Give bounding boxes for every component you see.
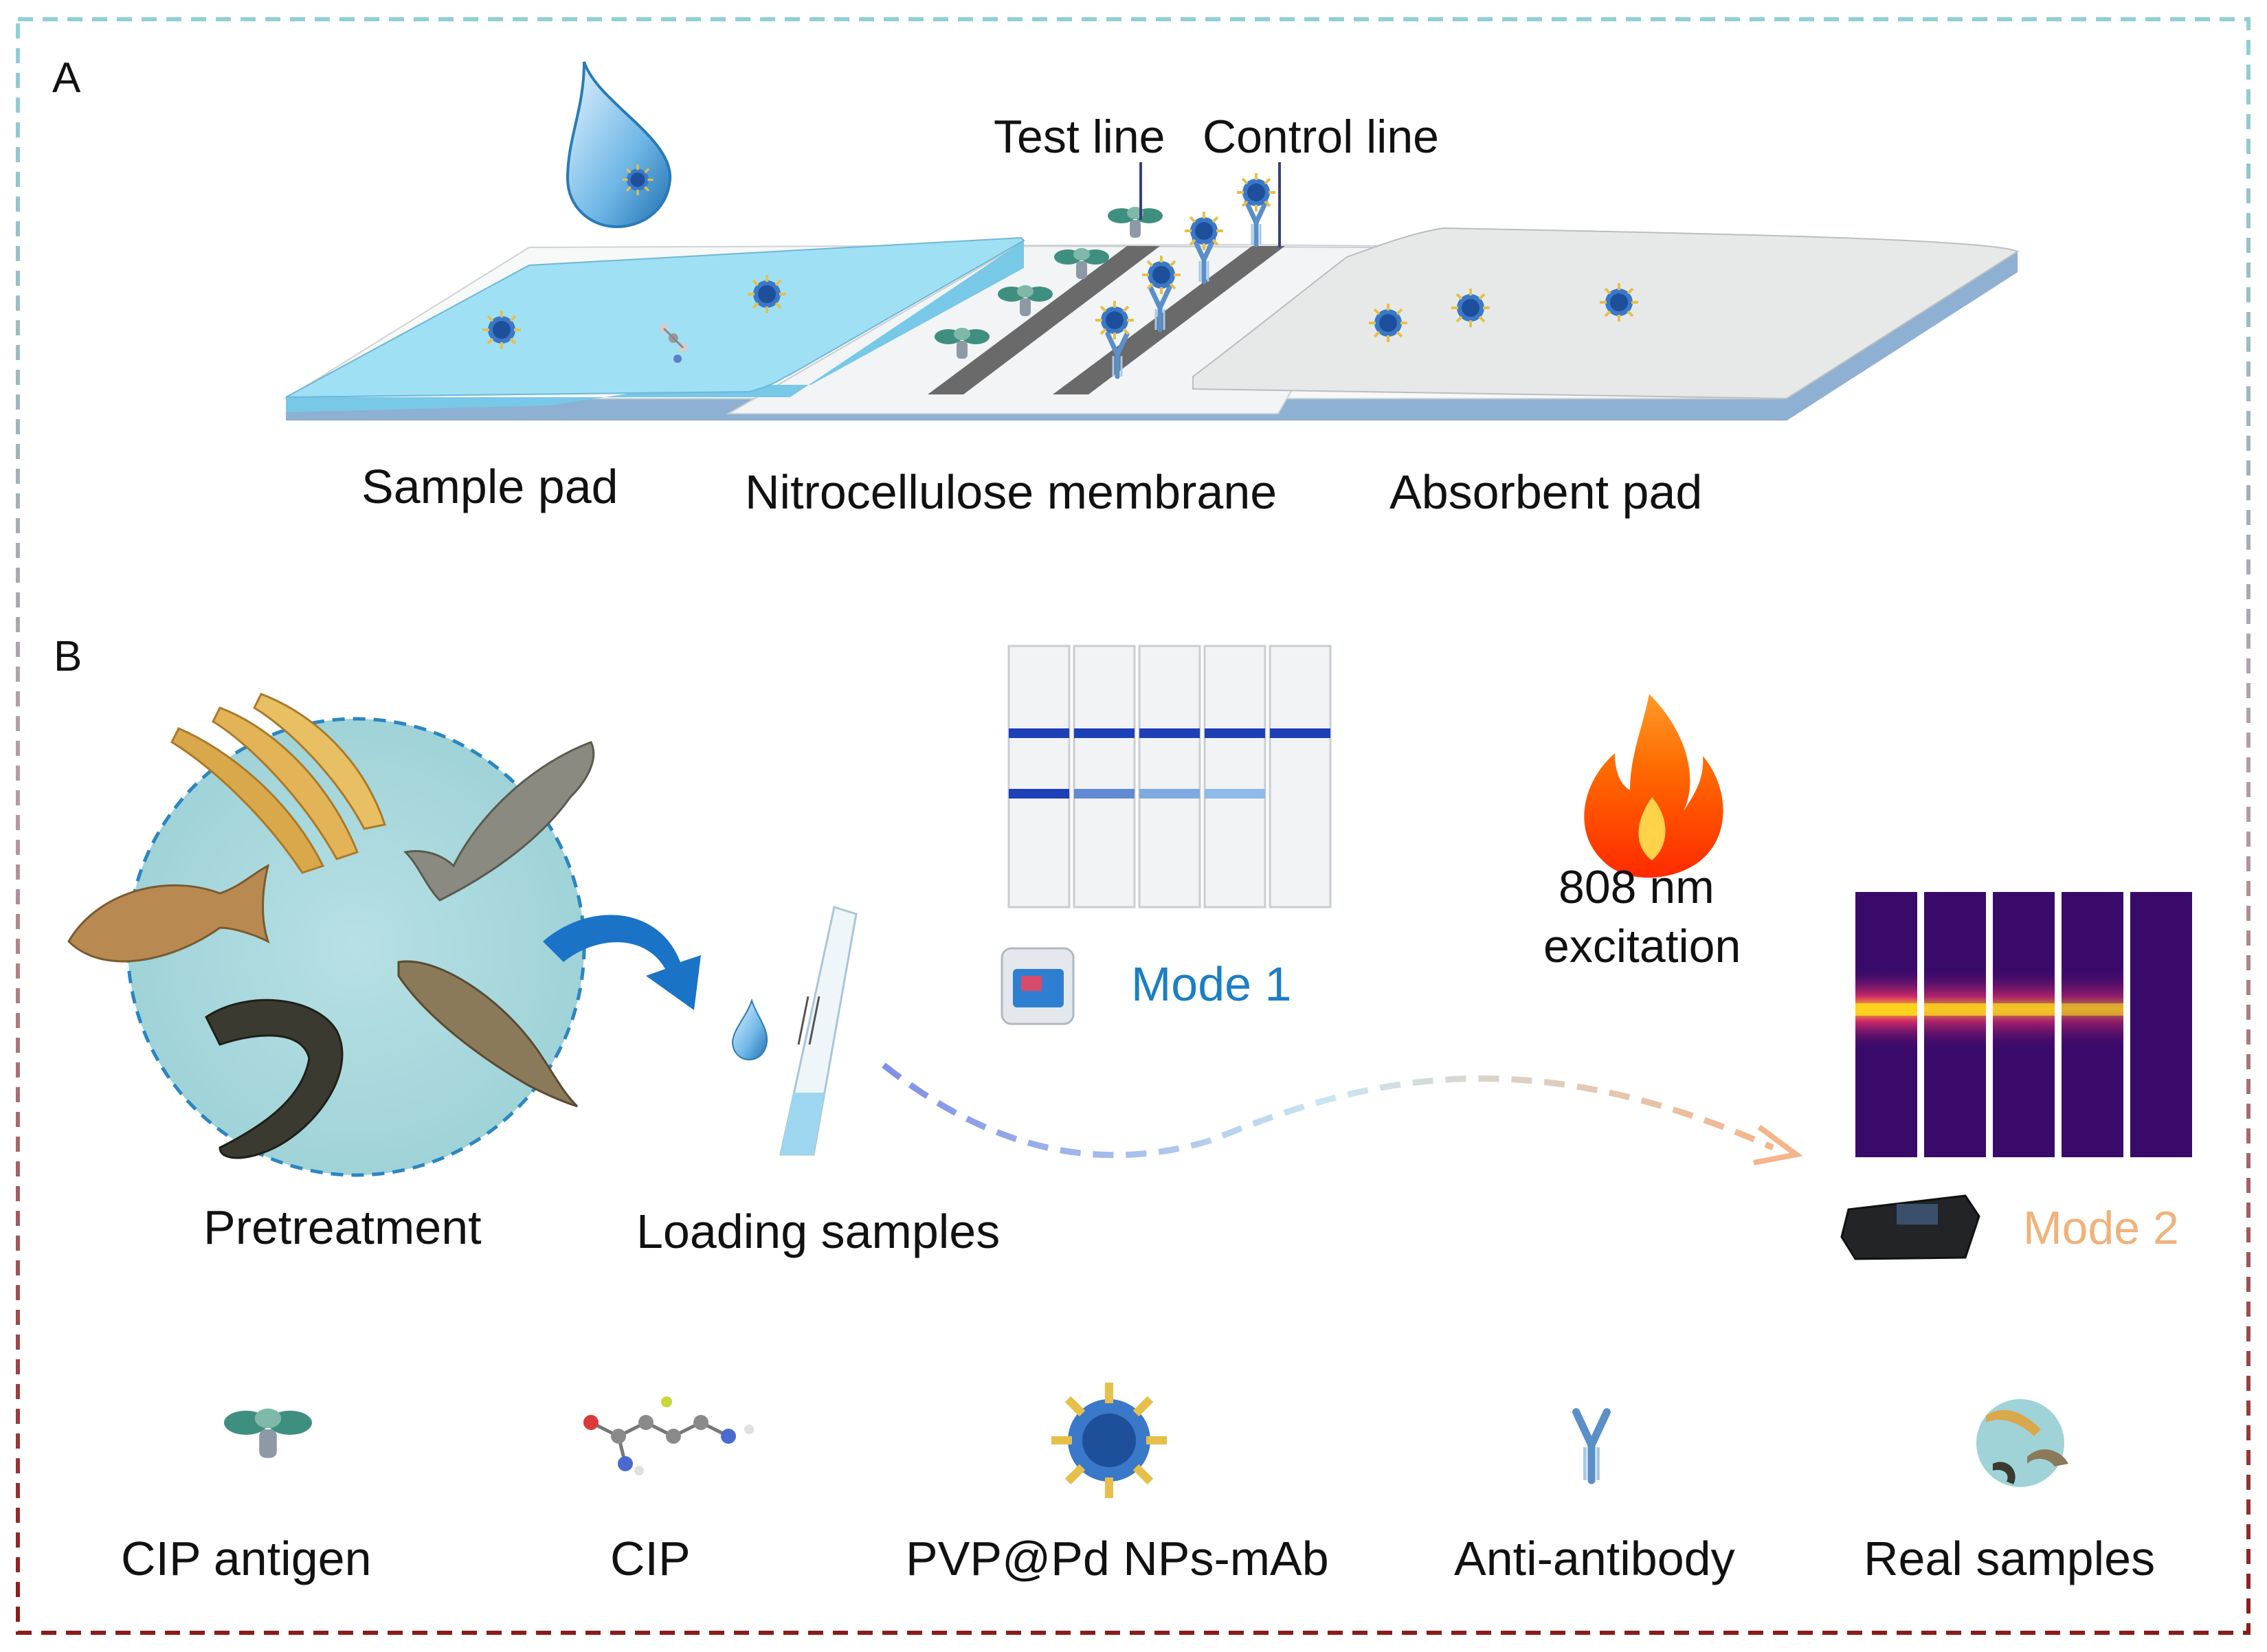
fish-icon xyxy=(170,693,386,874)
legend-label-cip: CIP xyxy=(610,1532,691,1585)
mode2-strip xyxy=(2130,892,2192,1157)
control-line-stripe xyxy=(1053,246,1285,394)
excitation-wavelength: 808 nm xyxy=(1559,861,1715,913)
sample-drop-icon xyxy=(566,61,672,229)
cip-antigen-icon xyxy=(1108,207,1163,238)
mode1-control-band xyxy=(1270,728,1330,738)
mode1-test-band xyxy=(1074,789,1135,799)
figure-border xyxy=(16,17,2251,1635)
legend-label-anti-antibody: Anti-antibody xyxy=(1454,1532,1735,1585)
mode1-control-band xyxy=(1074,728,1135,738)
mode2-strip-array xyxy=(1855,892,2192,1157)
legend-cip-antigen-icon xyxy=(224,1408,312,1458)
mode1-test-band xyxy=(1139,789,1200,799)
nanoparticle-icon xyxy=(1094,300,1135,341)
membrane-label: Nitrocellulose membrane xyxy=(745,465,1277,519)
mode1-strip xyxy=(1138,645,1201,908)
pretreatment-illustration xyxy=(67,693,595,1177)
fish-icon xyxy=(67,864,270,963)
thermal-camera-icon xyxy=(1840,1194,1980,1260)
nanoparticle-icon xyxy=(746,274,788,315)
mode2-hot-band xyxy=(2062,1003,2123,1016)
absorbent-pad-label: Absorbent pad xyxy=(1389,465,1702,519)
mode1-label: Mode 1 xyxy=(1131,957,1291,1011)
mode2-hot-band xyxy=(1924,1003,1986,1016)
fish-icon xyxy=(397,960,579,1108)
mode-transition-arrow xyxy=(882,1062,1774,1159)
nanoparticle-icon xyxy=(1367,302,1409,344)
flow-arrow-icon xyxy=(543,915,701,1010)
cip-molecule-icon xyxy=(659,324,688,363)
control-line-label: Control line xyxy=(1203,111,1439,163)
mode1-strip xyxy=(1007,645,1071,908)
mode1-strip xyxy=(1203,645,1266,908)
panel-a-letter: A xyxy=(52,54,81,102)
nanoparticle-icon xyxy=(1141,254,1182,295)
mode1-test-band xyxy=(1009,789,1069,799)
fish-icon xyxy=(205,998,344,1159)
sample-pad-label: Sample pad xyxy=(361,460,618,513)
pretreatment-label: Pretreatment xyxy=(203,1201,482,1254)
lateral-flow-strip xyxy=(283,162,2020,421)
test-line-stripe xyxy=(928,246,1160,394)
mode1-test-band xyxy=(1205,789,1265,799)
reader-device-icon xyxy=(1001,947,1075,1025)
legend xyxy=(224,1383,2068,1498)
excitation-label: excitation xyxy=(1543,920,1741,972)
test-line-label: Test line xyxy=(994,111,1165,163)
legend-label-nanoparticle: PVP@Pd NPs-mAb xyxy=(906,1532,1329,1585)
mode1-control-band xyxy=(1205,728,1265,738)
flame-icon xyxy=(1584,694,1723,878)
legend-cip-icon xyxy=(583,1396,754,1475)
loading-samples-label: Loading samples xyxy=(636,1205,1000,1258)
mode1-strip-array xyxy=(1007,645,1332,908)
legend-real-samples-icon xyxy=(1976,1399,2068,1487)
absorbent-pad xyxy=(1192,227,2020,400)
fish-icon xyxy=(403,741,595,902)
loading-strip-icon xyxy=(779,906,858,1156)
legend-nanoparticle-icon xyxy=(1051,1383,1167,1498)
mode1-strip xyxy=(1269,645,1332,908)
mode1-control-band xyxy=(1009,728,1069,738)
mode1-control-band xyxy=(1139,728,1200,738)
mode1-strip xyxy=(1073,645,1136,908)
legend-label-real-samples: Real samples xyxy=(1864,1532,2155,1585)
nanoparticle-icon xyxy=(1236,172,1277,213)
panel-b-letter: B xyxy=(54,633,82,680)
nanoparticle-icon xyxy=(481,309,522,350)
nanoparticle-icon xyxy=(1450,287,1491,328)
loading-drop-icon xyxy=(731,998,768,1061)
nanoparticle-icon xyxy=(1598,282,1640,323)
legend-anti-antibody-icon xyxy=(1576,1412,1607,1480)
legend-label-cip-antigen: CIP antigen xyxy=(121,1532,372,1585)
mode2-hot-band xyxy=(1855,1003,1917,1016)
mode2-label: Mode 2 xyxy=(2023,1202,2179,1254)
nanoparticle-icon xyxy=(1183,210,1225,252)
mode2-hot-band xyxy=(1993,1003,2055,1016)
